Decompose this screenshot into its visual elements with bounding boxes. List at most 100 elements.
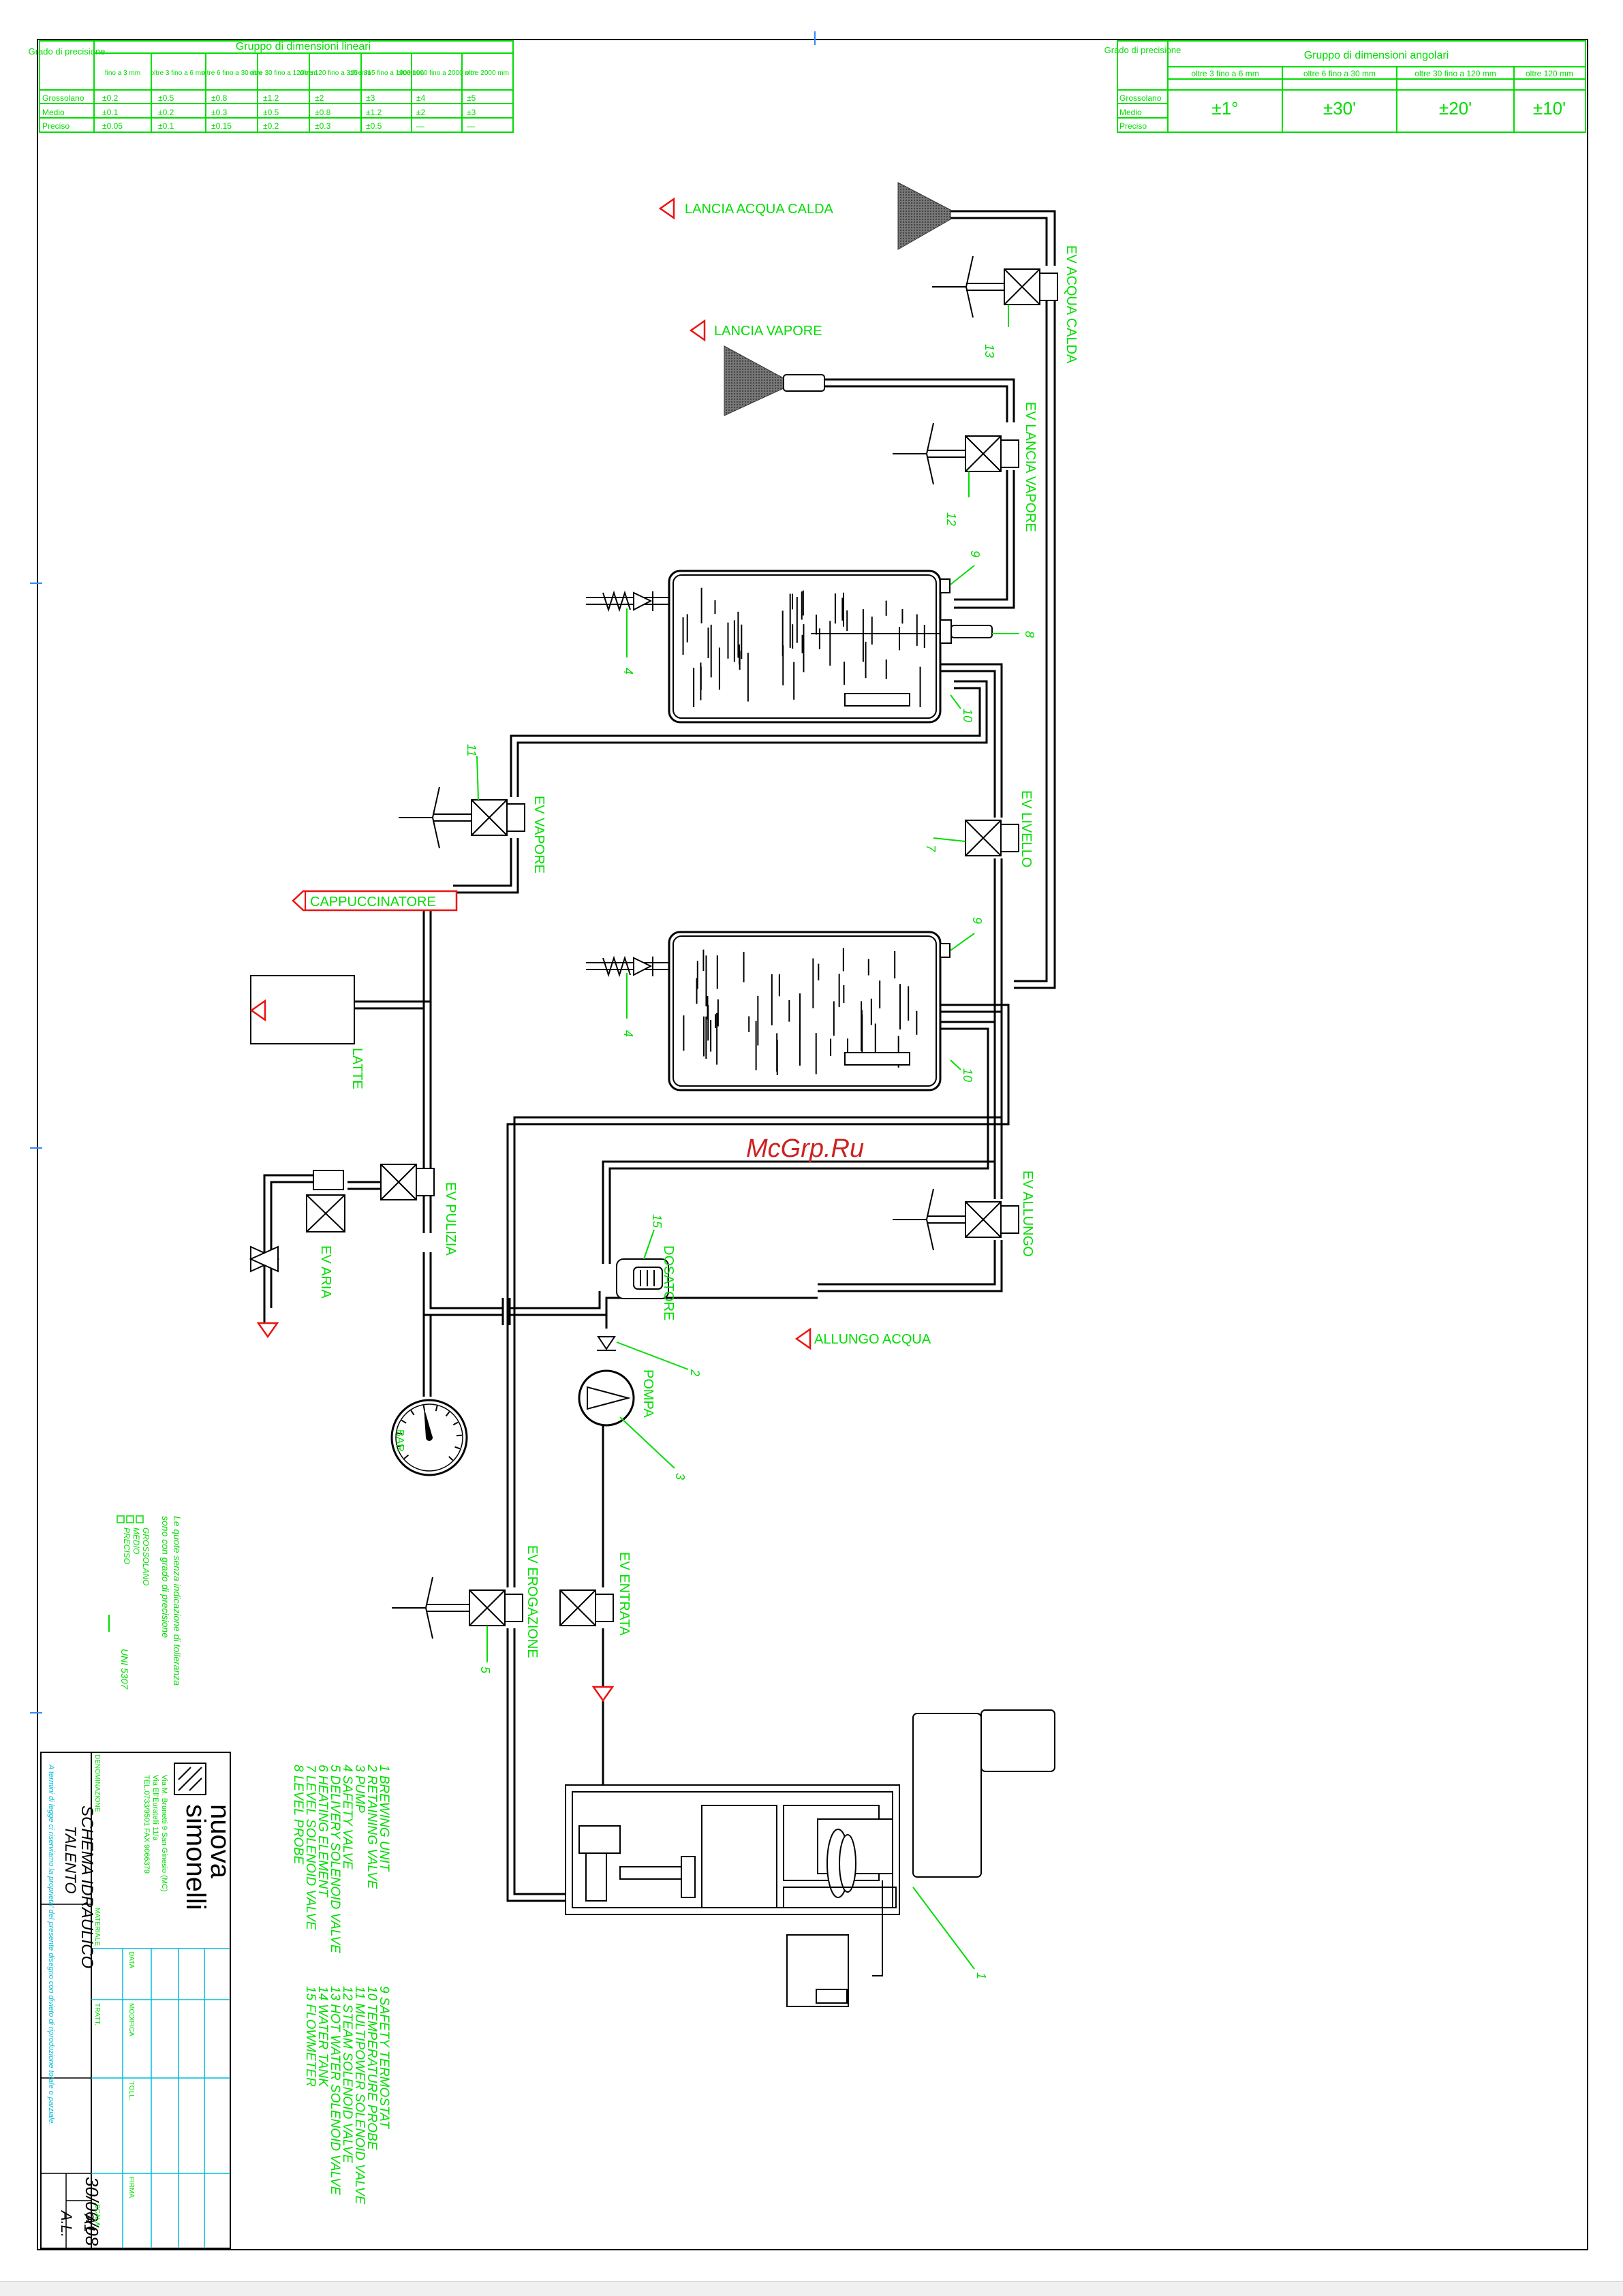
svg-text:9: 9 <box>970 917 984 924</box>
label-lancia-vapore: LANCIA VAPORE <box>714 324 822 339</box>
svg-text:Le quote senza indicazione di: Le quote senza indicazione di tolleranza <box>172 1516 183 1686</box>
linear-cell: ±0.15 <box>211 121 232 131</box>
retaining-valve <box>597 1336 616 1351</box>
solenoid-valve <box>893 422 1019 485</box>
brewing-unit <box>565 1709 1055 2007</box>
tb-author: A.L. <box>58 2209 75 2237</box>
label-ev-allungo: EV ALLUNGO <box>1020 1170 1035 1257</box>
legend-item: 2 RETAINING VALVE <box>365 1764 379 1889</box>
flowmeter <box>616 1258 669 1299</box>
linear-col-header: oltre 3 fino a 6 mm <box>151 69 207 77</box>
label-bar: BAR <box>394 1429 405 1452</box>
legend-item: 7 LEVEL SOLENOID VALVE <box>303 1765 318 1930</box>
label-lancia-acqua-calda: LANCIA ACQUA CALDA <box>685 202 834 217</box>
svg-text:UNI 5307: UNI 5307 <box>119 1649 130 1690</box>
angular-col-header: oltre 120 mm <box>1526 69 1573 78</box>
angular-grade-header: Grado di precisione <box>1104 45 1181 55</box>
linear-cell: ±2 <box>416 108 426 117</box>
nuova-simonelli-logo <box>174 1763 206 1795</box>
svg-text:13: 13 <box>983 344 996 358</box>
svg-text:3: 3 <box>673 1473 687 1480</box>
linear-cell: ±1.2 <box>366 108 382 117</box>
linear-cell: ±0.8 <box>211 93 228 103</box>
label-ev-aria: EV ARIA <box>318 1245 333 1299</box>
label-latte: LATTE <box>350 1048 365 1089</box>
safety-valve-lower <box>586 955 669 978</box>
solenoid-valve <box>965 820 1019 856</box>
callout: 9 <box>950 917 984 951</box>
label-ev-pulizia: EV PULIZIA <box>443 1182 458 1256</box>
label-pompa: POMPA <box>640 1369 655 1418</box>
svg-text:9: 9 <box>968 550 982 557</box>
linear-cell: ±2 <box>315 93 324 103</box>
linear-cell: ±0.1 <box>102 108 119 117</box>
angular-row-label: Medio <box>1119 108 1142 117</box>
milk-tank <box>250 975 355 1044</box>
service-boiler <box>668 570 993 724</box>
cappuccinatore-tag <box>292 890 458 912</box>
tb-treatment-label: TRATT. <box>93 2003 101 2026</box>
linear-col-header: fino a 3 mm <box>105 69 140 77</box>
callout: 11 <box>465 744 479 801</box>
angular-group-header: Gruppo di dimensioni angolari <box>1304 50 1449 61</box>
svg-text:5: 5 <box>478 1666 492 1674</box>
linear-cell: ±1.2 <box>263 93 279 103</box>
tb-description-label: DENOMINAZIONE <box>93 1754 101 1812</box>
outlet-triangle <box>256 1322 279 1339</box>
label-ev-acqua-calda: EV ACQUA CALDA <box>1064 245 1079 364</box>
linear-row-label: Grossolano <box>42 93 84 103</box>
title-block: nuova simonelli Via M. Brunetti 9 San Gi… <box>40 1752 235 2249</box>
tb-address-line: TEL.0733/9501 FAX 9066379 <box>142 1775 151 1874</box>
angular-col-header: oltre 30 fino a 120 mm <box>1415 69 1496 78</box>
angular-cell: ±1° <box>1211 98 1238 119</box>
svg-text:12: 12 <box>944 512 958 526</box>
linear-cell: ±0.2 <box>158 108 174 117</box>
callout: 15 <box>643 1214 664 1260</box>
drawing-frame <box>37 39 1588 2250</box>
label-dosatore: DOSATORE <box>661 1245 676 1320</box>
linear-cell: ±0.3 <box>211 108 228 117</box>
angular-row-label: Grossolano <box>1119 93 1162 103</box>
pressure-gauge <box>390 1399 468 1476</box>
linear-cell: ±0.5 <box>366 121 382 131</box>
tolerance-note: Le quote senza indicazione di tolleranza… <box>108 1515 183 1690</box>
linear-cell: ±0.5 <box>158 93 174 103</box>
tb-disclaimer: A termini di legge ci riserviamo la prop… <box>47 1764 55 2125</box>
angular-col-header: oltre 6 fino a 30 mm <box>1303 69 1376 78</box>
steam-wand <box>724 345 825 416</box>
label-ev-lancia-vapore: EV LANCIA VAPORE <box>1023 402 1038 532</box>
callout: 5 <box>478 1626 492 1674</box>
legend-item: 3 PUMP <box>352 1765 367 1813</box>
angular-row-label: Preciso <box>1119 121 1147 131</box>
linear-cell: ±0.2 <box>263 121 279 131</box>
tb-address-line: Via Ell'Euratelli 11/a <box>151 1775 159 1841</box>
solenoid-valve <box>559 1589 614 1626</box>
label-cappuccinatore: CAPPUCCINATORE <box>310 895 436 910</box>
brand-simonelli: simonelli <box>181 1804 211 1910</box>
linear-cell: ±0.05 <box>102 121 123 131</box>
solenoid-valves <box>380 255 1058 1639</box>
legend-item: 5 DELIVERY SOLENOID VALVE <box>328 1765 342 1953</box>
legend-item: 1 BREWING UNIT <box>377 1765 391 1872</box>
svg-text:2: 2 <box>688 1369 702 1376</box>
outlet-triangle <box>689 319 706 342</box>
watermark: McGrp.Ru <box>746 1134 864 1163</box>
legend-item: 10 TEMPERATURE PROBE <box>365 1986 379 2150</box>
angular-tolerance-table: Grado di precisione Gruppo di dimensioni… <box>1104 40 1586 133</box>
svg-text:10: 10 <box>961 709 974 722</box>
outlet-triangle <box>658 197 675 220</box>
linear-tolerance-table: Grado di precisione Gruppo di dimensioni… <box>29 40 514 133</box>
tolerance-option: MEDIO <box>132 1527 141 1554</box>
pump <box>578 1369 635 1427</box>
legend-item: 6 HEATING ELEMENT <box>315 1765 330 1897</box>
callout: 4 <box>621 608 635 674</box>
callout: 3 <box>619 1416 687 1480</box>
callout: 7 <box>924 837 966 852</box>
svg-text:10: 10 <box>961 1068 974 1082</box>
callout: 1 <box>912 1887 988 1979</box>
solenoid-valve <box>380 1164 435 1200</box>
angular-cell: ±20' <box>1439 98 1472 119</box>
linear-cell: ±0.2 <box>102 93 119 103</box>
linear-col-header: oltre 30 fino a 120 mm <box>249 69 318 77</box>
